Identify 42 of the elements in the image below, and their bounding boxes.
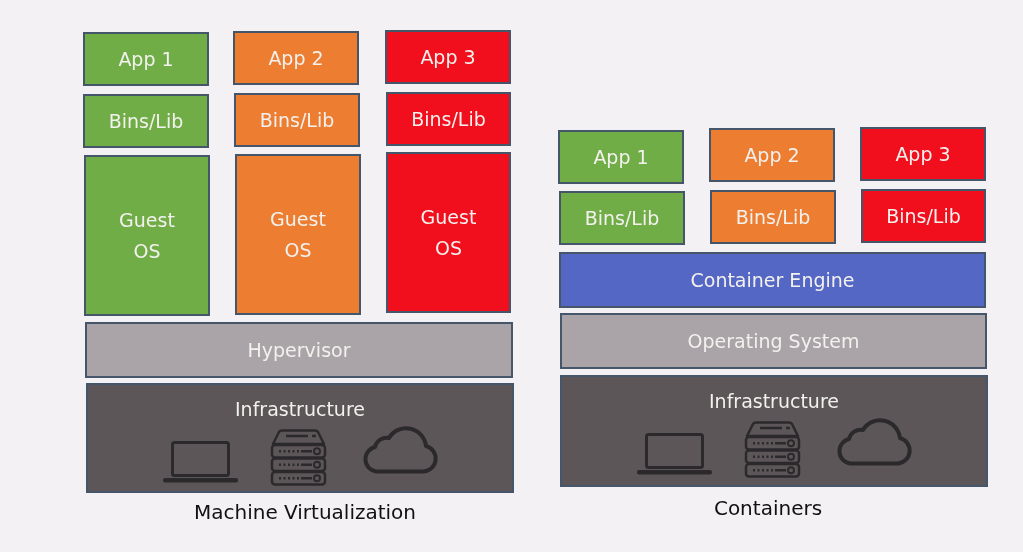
library-layer <box>83 94 209 148</box>
app-layer <box>385 30 511 84</box>
app-layer <box>709 128 835 182</box>
app-layer <box>233 31 359 85</box>
layer-label: Infrastructure <box>709 389 839 413</box>
layer-label: Bins/Lib <box>259 108 335 132</box>
layer-label: App 2 <box>268 46 324 70</box>
app-layer <box>558 130 684 184</box>
operating-system-layer <box>560 313 987 369</box>
layer-label: Bins/Lib <box>411 107 486 131</box>
layer-label: App 3 <box>420 45 476 69</box>
app-layer <box>860 127 986 181</box>
layer-label: Guest OS <box>119 207 175 264</box>
caption: Containers <box>713 496 823 520</box>
hypervisor-layer <box>85 322 513 378</box>
guest-os-layer <box>84 155 210 316</box>
layer-label: Bins/Lib <box>108 109 184 133</box>
infrastructure-layer <box>560 375 988 487</box>
library-layer <box>861 189 986 243</box>
layer-label: Bins/Lib <box>886 204 961 228</box>
app-layer <box>83 32 209 86</box>
layer-label: Container Engine <box>690 268 855 292</box>
layer-label: App 3 <box>895 142 951 166</box>
layer-label: Guest OS <box>270 206 326 263</box>
library-layer <box>559 191 685 245</box>
layer-label: Bins/Lib <box>735 205 811 229</box>
library-layer <box>710 190 836 244</box>
caption: Machine Virtualization <box>193 500 417 524</box>
layer-label: Bins/Lib <box>584 206 660 230</box>
infrastructure-layer <box>86 383 514 493</box>
layer-label: App 2 <box>744 143 800 167</box>
container-engine-layer <box>559 252 986 308</box>
layer-label: Operating System <box>687 329 860 353</box>
guest-os-layer <box>386 152 511 313</box>
library-layer <box>234 93 360 147</box>
layer-label: Infrastructure <box>235 397 365 421</box>
layer-label: Guest OS <box>420 204 477 261</box>
layer-label: Hypervisor <box>247 338 351 362</box>
layer-label: App 1 <box>593 145 649 169</box>
library-layer <box>386 92 511 146</box>
guest-os-layer <box>235 154 361 315</box>
layer-label: App 1 <box>118 47 174 71</box>
